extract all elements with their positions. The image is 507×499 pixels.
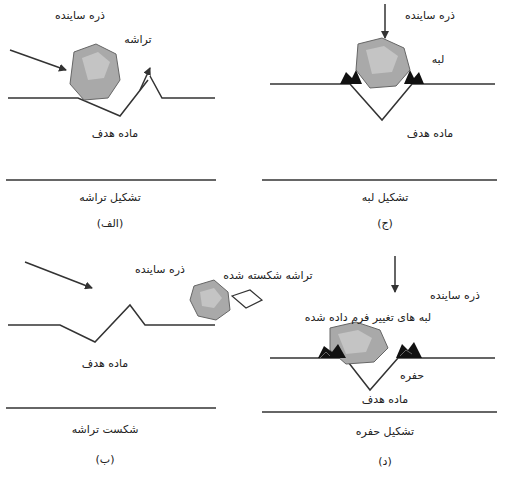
- caption-text: تشکیل تراشه: [79, 191, 140, 204]
- caption-text: ماده هدف: [362, 393, 408, 406]
- particle-label: ذره ساینده: [430, 289, 480, 302]
- chip-label: تراشه شکسته شده: [223, 269, 312, 282]
- chip-label: لبه های تغییر فرم داده شده: [305, 311, 431, 324]
- chip-label: لبه: [432, 53, 445, 66]
- caption-text: شکست تراشه: [72, 423, 139, 436]
- target-label: ماده هدف: [82, 357, 128, 370]
- chip-label: تراشه: [124, 33, 151, 46]
- panel-letter: (ب): [96, 453, 115, 466]
- panel-letter: (الف): [97, 217, 123, 230]
- target-label: حفره: [400, 369, 424, 382]
- particle-label: (د): [378, 455, 391, 468]
- panel-letter: (ج): [377, 217, 393, 230]
- target-label: ماده هدف: [407, 127, 453, 140]
- panel-letter: تشکیل حفره: [356, 425, 414, 438]
- target-label: ماده هدف: [92, 127, 138, 140]
- particle-label: ذره ساینده: [55, 9, 105, 22]
- particle-label: ذره ساینده: [405, 9, 455, 22]
- particle-label: ذره ساینده: [135, 263, 185, 276]
- caption-text: تشکیل لبه: [362, 191, 409, 204]
